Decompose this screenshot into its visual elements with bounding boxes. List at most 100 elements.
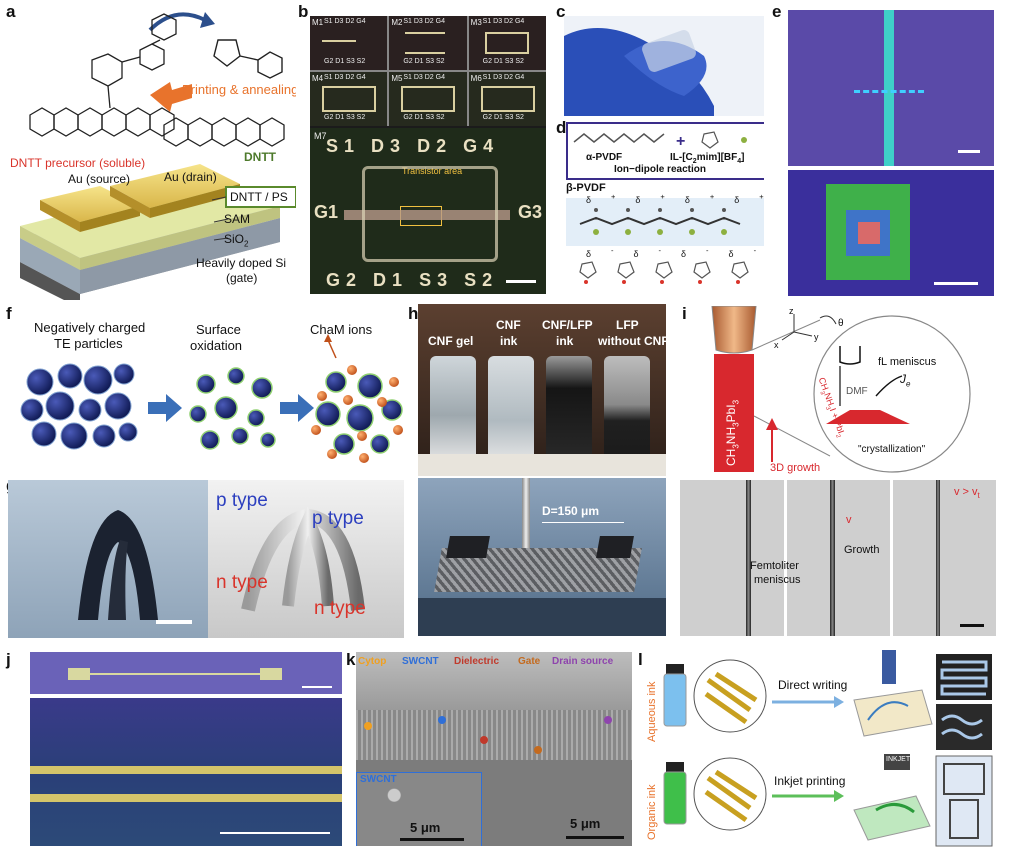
lfp-label-1: LFP [616,318,639,332]
transistor-area-label: Transistor area [402,166,463,176]
precursor-label: DNTT precursor (soluble) [10,156,146,170]
wire-2 [830,480,835,636]
precursor-structure [29,13,177,137]
panel-j-bottom [30,698,342,846]
dntt-structure [163,117,285,147]
cytop-label: Cytop [358,656,387,667]
surface-label: Surface [196,322,241,337]
panel-label-b: b [298,2,309,21]
panel-b: M1 S1 D3 D2 G4 G2 D1 S3 S2 M2 S1 D3 D2 G… [310,16,546,294]
panel-label-c: c [556,2,566,21]
panel-k: Cytop SWCNT Dielectric Gate Drain source… [356,652,632,846]
mask-m7: M7 S1 D3 D2 G4 G2 D1 S3 S2 G1 G3 Transis… [310,128,546,294]
meniscus-schematic [711,306,971,473]
cnf-lfp-label-2: ink [556,334,574,348]
mask-m2: M2 S1 D3 D2 G4 G2 D1 S3 S2 [389,16,467,70]
panel-c [564,16,764,116]
printing-annealing-label: Printing & annealing [182,82,296,97]
aqueous-label: Aqueous ink [646,681,658,742]
n-type-label-1: n type [216,572,268,593]
vial-cnf-gel [430,356,476,464]
mask-m4: M4 S1 D3 D2 G4 G2 D1 S3 S2 [310,72,388,126]
panel-label-f: f [6,304,12,323]
mask-m3: M3 S1 D3 D2 G4 G2 D1 S3 S2 [468,16,546,70]
panel-label-a: a [6,2,16,21]
axis-x-label: x [774,340,779,350]
material-label: CH3NH3PbI3 [724,399,741,466]
curved-arrow [148,12,206,32]
m7-g3: G3 [518,202,543,222]
panel-i-micrographs: Femtoliter meniscus Growth v v > vt [680,480,996,636]
panel-label-l: l [638,650,643,669]
svg-text:+: + [676,133,685,150]
cham-label: ChaM ions [310,322,373,337]
inset-image [356,772,482,846]
inkjet-printing-label: Inkjet printing [774,774,846,788]
v-condition-label: v > vt [954,486,980,501]
sam-label: SAM [224,212,251,226]
neg-label: Negatively charged [34,320,146,335]
main-scale-label: 5 μm [570,816,601,831]
alpha-pvdf-label: α-PVDF [586,152,623,163]
m7-g1: G1 [314,202,339,222]
panel-d: + α-PVDF IL-[C2mim][BF4] Ion−dipole reac… [566,122,764,292]
drain-source-label: Drain source [552,656,614,667]
arrow-f1 [148,394,182,422]
scale-bar-i [960,624,984,627]
nozzle [522,478,530,566]
delta-minus-row: δ-δ-δ-δ-δ- [586,246,756,259]
au-source-label: Au (source) [68,172,131,186]
je-label: Je [900,372,911,389]
te-label: TE particles [54,336,123,351]
growth3d-label: 3D growth [770,462,821,474]
diameter-label: D=150 μm [542,504,600,518]
cnf-gel-label: CNF gel [428,334,474,348]
panel-l-figure [663,650,993,847]
panel-g-photo [8,480,208,638]
panel-label-e: e [772,2,782,21]
panel-j-top [30,652,342,694]
panel-f: Negatively charged TE particles Surface … [10,310,406,470]
lfp-label-2: without CNF [598,334,666,348]
printed-legs-photo [78,510,192,624]
ionic-liquid-label: IL-[C2mim][BF4] [670,152,745,165]
panel-g-render: p type p type n type n type [208,480,404,638]
p-type-label-2: p type [312,508,364,529]
axis-y-label: y [814,332,819,342]
oxidation-label: oxidation [190,338,243,353]
n-type-label-2: n type [314,598,366,619]
au-drain-label: Au (drain) [164,170,217,184]
panel-h-printed: D=150 μm [418,478,666,636]
scale-bar-g [156,620,192,624]
au-drain-electrode [110,164,240,208]
wire-1 [746,480,751,636]
scale-bar-j2 [220,832,330,834]
p-type-label-1: p type [216,490,268,511]
vial-cnf-lfp [546,356,592,464]
crystallization-label: "crystallization" [858,444,926,455]
cnf-ink-label-2: ink [500,334,518,348]
scale-bar-e1 [958,150,980,153]
inset-label: SWCNT [360,774,397,785]
fl-meniscus-label: fL meniscus [878,356,937,368]
beta-pvdf-label: β-PVDF [566,182,606,194]
gate-label: (gate) [226,271,258,285]
scale-bar-j1 [302,686,332,688]
delta-plus-row: δ+δ+δ+δ+δ+ [586,192,763,205]
ion-row [579,261,749,284]
swcnt-label: SWCNT [402,656,439,667]
mask-m1: M1 S1 D3 D2 G4 G2 D1 S3 S2 [310,16,388,70]
mask-m5: M5 S1 D3 D2 G4 G2 D1 S3 S2 [389,72,467,126]
maleimide-structure [213,39,283,79]
dashed-line [854,90,924,93]
vial-lfp [604,356,650,464]
femto-label-2: meniscus [754,574,801,586]
axis-theta-label: θ [838,318,844,329]
m7-bottom-pads: G2 D1 S3 S2 [326,270,499,290]
reaction-box: + α-PVDF IL-[C2mim][BF4] Ion−dipole reac… [566,122,764,180]
dmf-label: DMF [846,386,868,397]
panel-label-h: h [408,304,419,323]
si-label: Heavily doped Si [196,256,287,270]
reaction-label: Ion−dipole reaction [614,164,706,175]
scale-bar-e2 [934,282,978,285]
